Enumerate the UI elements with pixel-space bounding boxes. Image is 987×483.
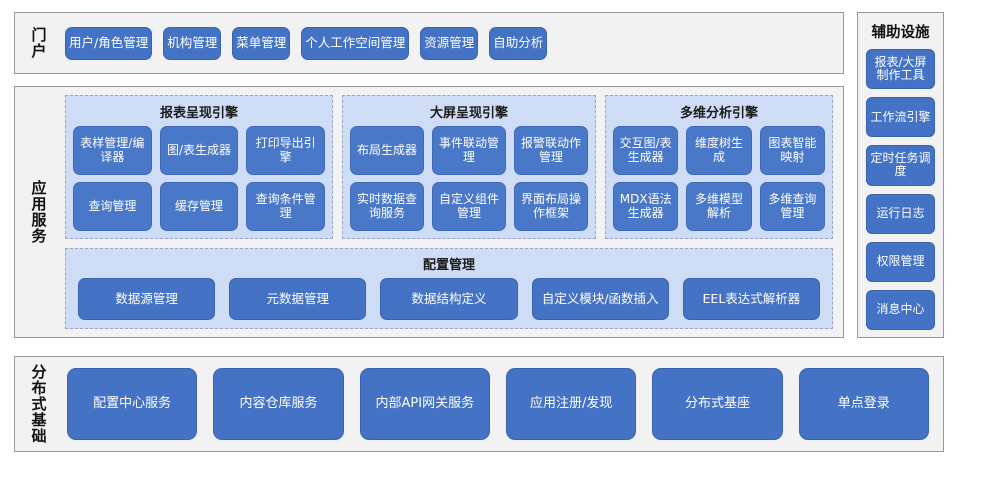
module-realtime-data-query-service[interactable]: 实时数据查询服务 — [350, 182, 424, 231]
portal-section-label-text: 门户 — [31, 25, 47, 60]
service-application-registry-discovery[interactable]: 应用注册/发现 — [505, 368, 637, 440]
portal-item-self-service-analysis[interactable]: 自助分析 — [489, 26, 548, 60]
auxiliary-facilities-list: 报表/大屏制作工具 工作流引擎 定时任务调度 运行日志 权限管理 消息中心 — [866, 49, 935, 331]
aux-item-scheduled-task-scheduling[interactable]: 定时任务调度 — [866, 145, 935, 186]
module-chart-smart-mapping[interactable]: 图表智能映射 — [759, 126, 825, 175]
module-chart-table-generator[interactable]: 图/表生成器 — [159, 126, 239, 175]
portal-item-personal-workspace-management[interactable]: 个人工作空间管理 — [301, 26, 410, 60]
engine-bigscreen-rendering-title: 大屏呈现引擎 — [429, 106, 508, 121]
aux-item-runtime-log[interactable]: 运行日志 — [866, 193, 935, 234]
distributed-base-section-label: 分布式基础 — [15, 357, 63, 451]
module-ui-layout-operation-framework[interactable]: 界面布局操作框架 — [514, 182, 588, 231]
module-query-condition-management[interactable]: 查询条件管理 — [246, 182, 325, 231]
service-internal-api-gateway[interactable]: 内部API网关服务 — [359, 368, 490, 440]
module-report-template-editor[interactable]: 表样管理/编译器 — [73, 126, 152, 175]
portal-section-label: 门户 — [15, 13, 63, 73]
application-services-section: 应用服务 报表呈现引擎 表样管理/编译器 图/表生成器 打印导出引擎 查询管理 … — [14, 86, 844, 338]
application-services-section-label: 应用服务 — [15, 87, 63, 337]
application-services-section-label-text: 应用服务 — [31, 178, 47, 246]
service-single-sign-on[interactable]: 单点登录 — [798, 368, 929, 440]
service-distributed-foundation[interactable]: 分布式基座 — [652, 368, 783, 440]
service-configuration-center[interactable]: 配置中心服务 — [67, 368, 198, 440]
portal-item-resource-management[interactable]: 资源管理 — [420, 26, 479, 60]
module-custom-component-management[interactable]: 自定义组件管理 — [432, 182, 506, 231]
application-services-content: 报表呈现引擎 表样管理/编译器 图/表生成器 打印导出引擎 查询管理 缓存管理 … — [63, 87, 843, 337]
engine-report-rendering-title: 报表呈现引擎 — [159, 106, 238, 121]
module-interactive-chart-table-generator[interactable]: 交互图/表生成器 — [613, 126, 679, 175]
engine-bigscreen-rendering-grid: 布局生成器 事件联动管理 报警联动作管理 实时数据查询服务 自定义组件管理 界面… — [350, 126, 588, 231]
engine-group-row: 报表呈现引擎 表样管理/编译器 图/表生成器 打印导出引擎 查询管理 缓存管理 … — [65, 95, 833, 239]
application-services-section-body: 报表呈现引擎 表样管理/编译器 图/表生成器 打印导出引擎 查询管理 缓存管理 … — [63, 87, 843, 337]
configuration-management-title: 配置管理 — [422, 258, 475, 273]
module-event-linkage-management[interactable]: 事件联动管理 — [432, 126, 506, 175]
engine-report-rendering: 报表呈现引擎 表样管理/编译器 图/表生成器 打印导出引擎 查询管理 缓存管理 … — [65, 95, 333, 239]
module-print-export-engine[interactable]: 打印导出引擎 — [246, 126, 325, 175]
module-layout-generator[interactable]: 布局生成器 — [350, 126, 424, 175]
module-mdx-syntax-generator[interactable]: MDX语法生成器 — [613, 182, 679, 231]
module-alarm-linkage-action-management[interactable]: 报警联动作管理 — [514, 126, 588, 175]
module-metadata-management[interactable]: 元数据管理 — [229, 278, 367, 320]
module-eel-expression-parser[interactable]: EEL表达式解析器 — [682, 278, 821, 320]
portal-item-organization-management[interactable]: 机构管理 — [163, 26, 222, 60]
portal-item-menu-management[interactable]: 菜单管理 — [232, 26, 291, 60]
auxiliary-facilities-title: 辅助设施 — [871, 25, 930, 41]
module-custom-module-function-insert[interactable]: 自定义模块/函数插入 — [531, 278, 669, 320]
engine-multidimensional-analysis-title: 多维分析引擎 — [679, 106, 758, 121]
aux-item-report-bigscreen-authoring-tool[interactable]: 报表/大屏制作工具 — [866, 49, 935, 90]
engine-report-rendering-grid: 表样管理/编译器 图/表生成器 打印导出引擎 查询管理 缓存管理 查询条件管理 — [73, 126, 325, 231]
configuration-management-row: 数据源管理 元数据管理 数据结构定义 自定义模块/函数插入 EEL表达式解析器 — [78, 278, 821, 320]
configuration-management-group: 配置管理 数据源管理 元数据管理 数据结构定义 自定义模块/函数插入 EEL表达… — [65, 248, 833, 329]
module-multidimensional-query-management[interactable]: 多维查询管理 — [759, 182, 825, 231]
engine-multidimensional-analysis-grid: 交互图/表生成器 维度树生成 图表智能映射 MDX语法生成器 多维模型解析 多维… — [613, 126, 825, 231]
portal-button-row: 用户/角色管理 机构管理 菜单管理 个人工作空间管理 资源管理 自助分析 — [63, 13, 843, 73]
aux-item-permission-management[interactable]: 权限管理 — [866, 241, 935, 282]
portal-section: 门户 用户/角色管理 机构管理 菜单管理 个人工作空间管理 资源管理 自助分析 — [14, 12, 844, 74]
distributed-base-section-body: 配置中心服务 内容仓库服务 内部API网关服务 应用注册/发现 分布式基座 单点… — [63, 357, 943, 451]
module-datasource-management[interactable]: 数据源管理 — [78, 278, 216, 320]
service-content-repository[interactable]: 内容仓库服务 — [213, 368, 344, 440]
module-query-management[interactable]: 查询管理 — [73, 182, 152, 231]
distributed-base-section: 分布式基础 配置中心服务 内容仓库服务 内部API网关服务 应用注册/发现 分布… — [14, 356, 944, 452]
engine-bigscreen-rendering: 大屏呈现引擎 布局生成器 事件联动管理 报警联动作管理 实时数据查询服务 自定义… — [342, 95, 596, 239]
module-data-structure-definition[interactable]: 数据结构定义 — [380, 278, 518, 320]
portal-item-user-role-management[interactable]: 用户/角色管理 — [65, 26, 153, 60]
module-multidimensional-model-parsing[interactable]: 多维模型解析 — [686, 182, 752, 231]
engine-multidimensional-analysis: 多维分析引擎 交互图/表生成器 维度树生成 图表智能映射 MDX语法生成器 多维… — [605, 95, 833, 239]
module-dimension-tree-generation[interactable]: 维度树生成 — [686, 126, 752, 175]
auxiliary-facilities-section: 辅助设施 报表/大屏制作工具 工作流引擎 定时任务调度 运行日志 权限管理 消息… — [857, 12, 944, 338]
distributed-base-section-label-text: 分布式基础 — [31, 362, 47, 446]
distributed-base-row: 配置中心服务 内容仓库服务 内部API网关服务 应用注册/发现 分布式基座 单点… — [63, 357, 943, 451]
module-cache-management[interactable]: 缓存管理 — [159, 182, 239, 231]
aux-item-workflow-engine[interactable]: 工作流引擎 — [866, 97, 935, 138]
aux-item-message-center[interactable]: 消息中心 — [866, 289, 935, 331]
portal-section-body: 用户/角色管理 机构管理 菜单管理 个人工作空间管理 资源管理 自助分析 — [63, 13, 843, 73]
